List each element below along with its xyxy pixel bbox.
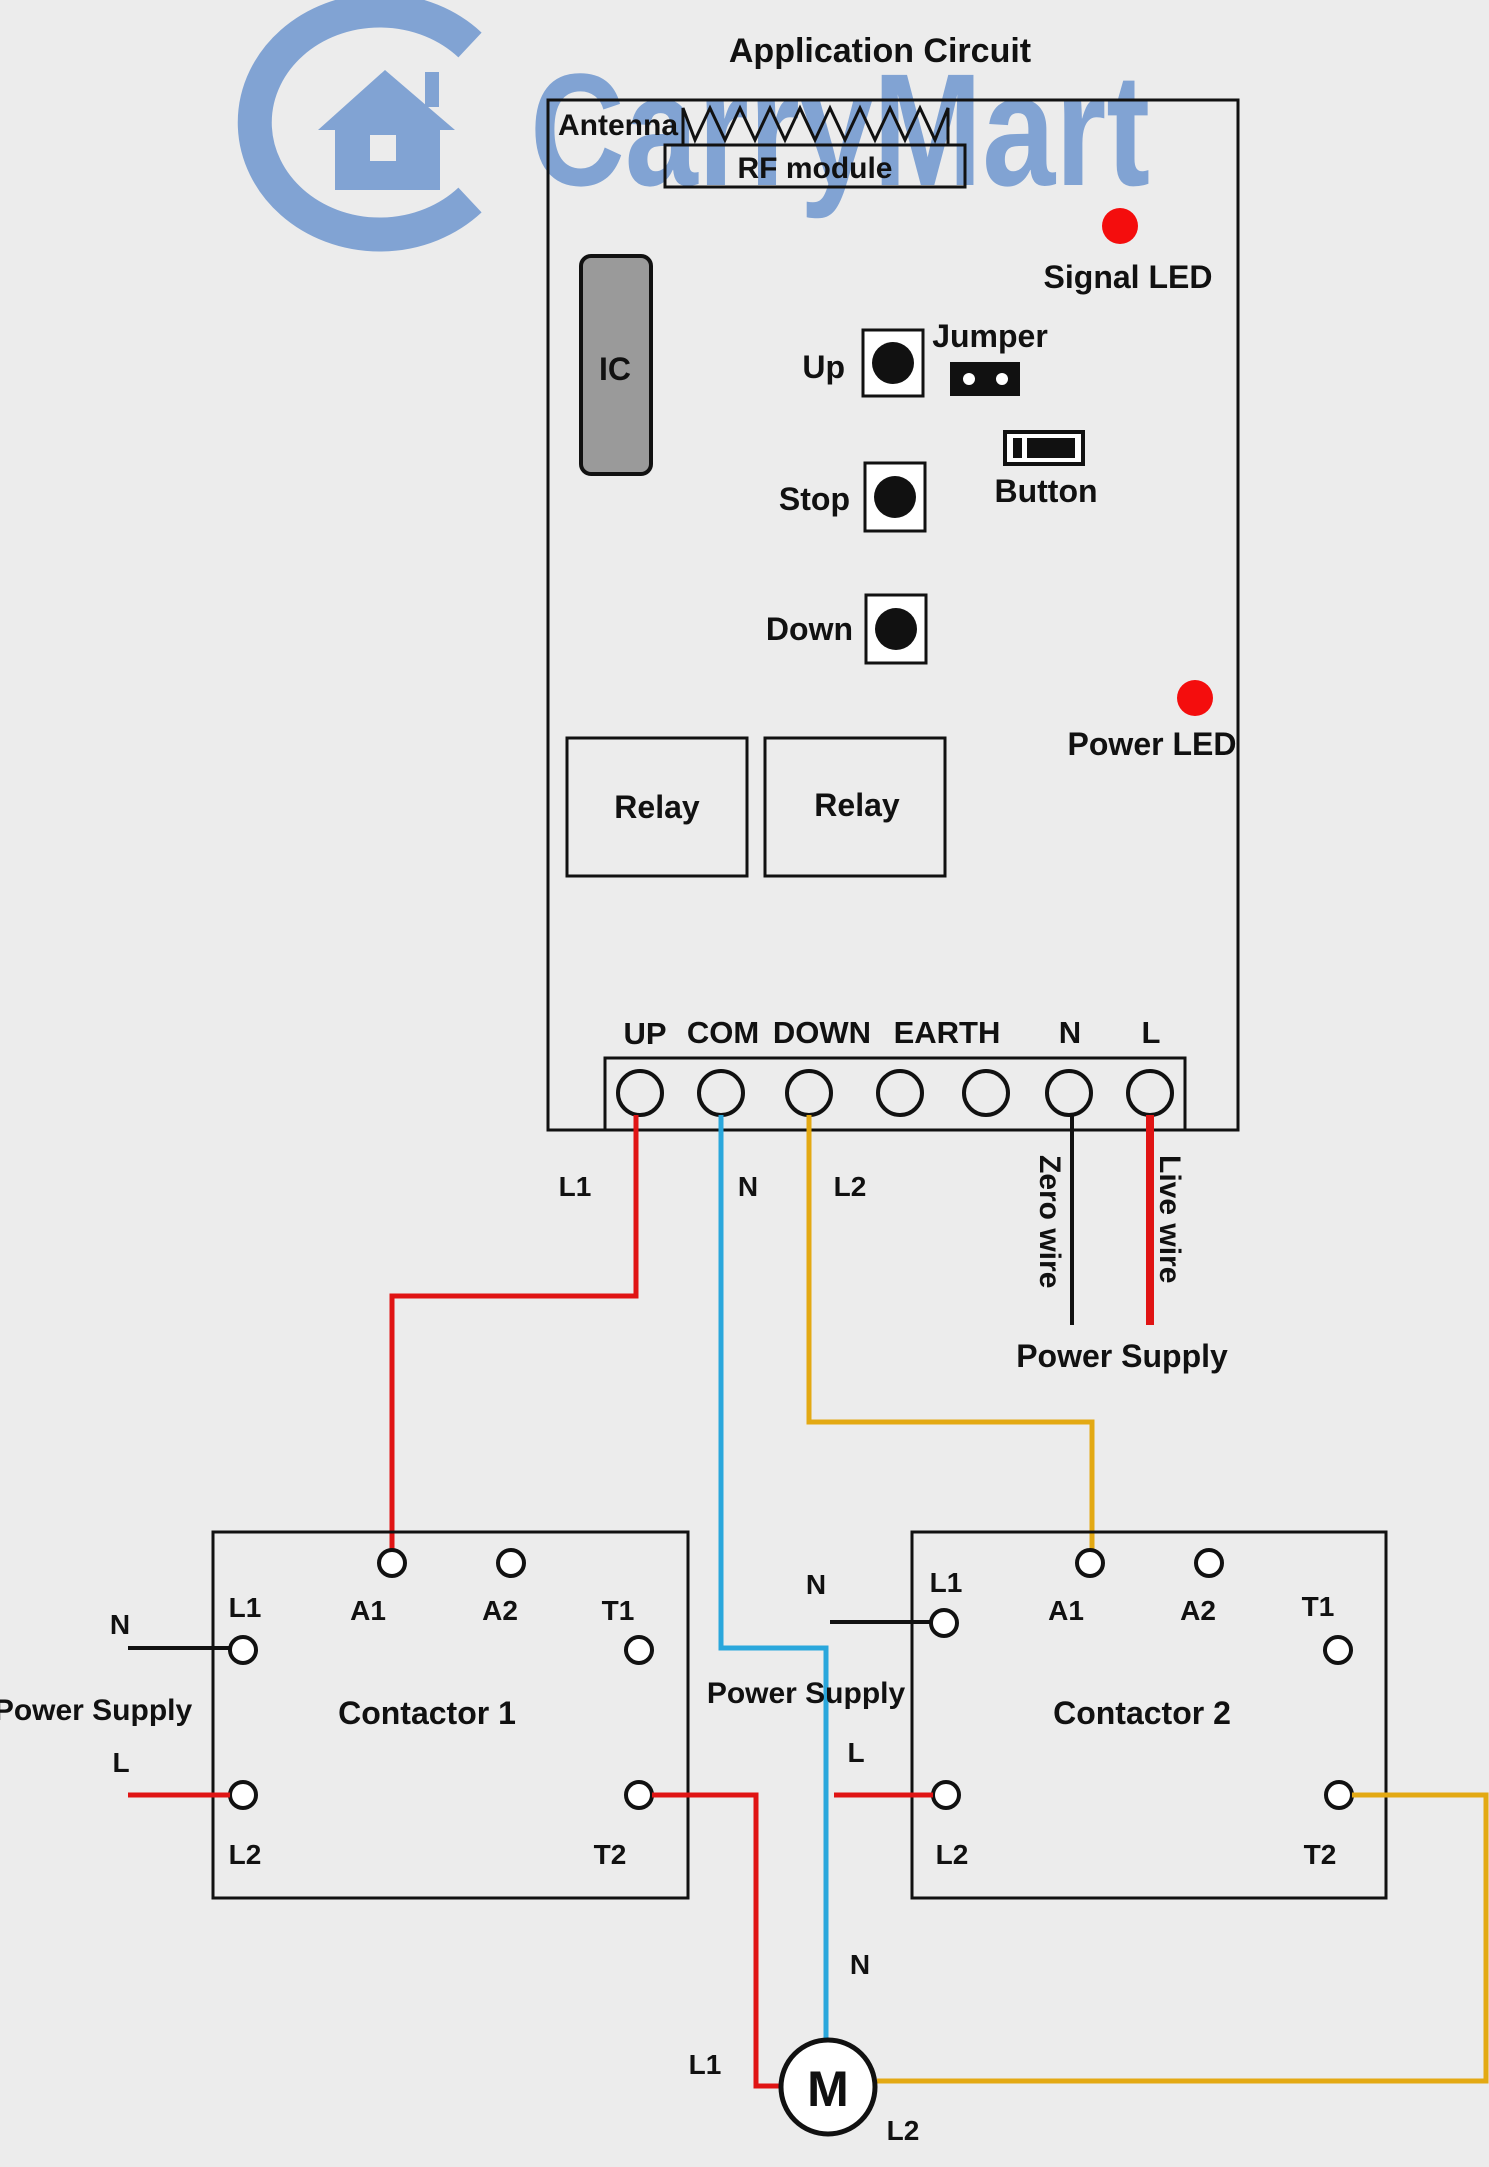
terminal-down bbox=[785, 1069, 833, 1117]
contactor-1-terminal-a1 bbox=[377, 1548, 407, 1578]
contactor-2-name: Contactor 2 bbox=[1053, 1695, 1231, 1731]
motor-icon bbox=[778, 2037, 878, 2137]
contactor-1-terminal-t2 bbox=[624, 1780, 654, 1810]
terminal-com-label: COM bbox=[687, 1015, 759, 1050]
switch-button-icon bbox=[1003, 430, 1085, 466]
diagram-title: Application Circuit bbox=[729, 32, 1031, 70]
contactor-2-supply-n-label: N bbox=[806, 1569, 826, 1600]
contactor-1 bbox=[211, 1530, 690, 1900]
contactor-2-terminal-t1 bbox=[1323, 1635, 1353, 1665]
contactor-2-terminal-a1 bbox=[1075, 1548, 1105, 1578]
contactor-1-terminal-l2 bbox=[228, 1780, 258, 1810]
ic-chip bbox=[579, 254, 653, 476]
contactor-1-terminal-a2 bbox=[496, 1548, 526, 1578]
wire-motor-l1-red bbox=[652, 1792, 785, 2089]
contactor-1-terminal-l1 bbox=[228, 1635, 258, 1665]
jumper-icon bbox=[950, 362, 1020, 396]
terminal-up-label: UP bbox=[623, 1016, 666, 1051]
contactor-2-label-a1: A1 bbox=[1048, 1595, 1084, 1626]
live-wire-label: Live wire bbox=[1153, 1155, 1186, 1283]
terminal-l bbox=[1126, 1069, 1174, 1117]
contactor-1-label-l1: L1 bbox=[229, 1592, 262, 1623]
terminal-l-label: L bbox=[1142, 1015, 1161, 1050]
terminal-up bbox=[616, 1069, 664, 1117]
contactor-2-label-l1: L1 bbox=[930, 1567, 963, 1598]
power-led-label: Power LED bbox=[1068, 726, 1237, 762]
wire-l1-label: L1 bbox=[559, 1171, 592, 1202]
motor-l2-label: L2 bbox=[887, 2115, 920, 2146]
wire-l2-yellow bbox=[806, 1115, 1095, 1550]
contactor-2-terminal-t2 bbox=[1324, 1780, 1354, 1810]
wire-l1-red bbox=[389, 1115, 639, 1550]
contactor-1-label-a1: A1 bbox=[350, 1595, 386, 1626]
terminal-com bbox=[697, 1069, 745, 1117]
terminal-earth-label: EARTH bbox=[894, 1015, 1001, 1050]
terminal-block bbox=[603, 1056, 1187, 1132]
motor-label: M bbox=[807, 2061, 849, 2117]
relay-2 bbox=[763, 736, 947, 878]
down-button-knob-icon bbox=[875, 608, 917, 650]
ic-label: IC bbox=[599, 351, 631, 387]
board-power-supply-label: Power Supply bbox=[1016, 1338, 1228, 1374]
up-button-knob-icon bbox=[872, 342, 914, 384]
contactor-1-supply-label: Power Supply bbox=[0, 1694, 192, 1727]
contactor-1-terminal-t1 bbox=[624, 1635, 654, 1665]
wire-n-label: N bbox=[738, 1171, 758, 1202]
relay-2-label: Relay bbox=[814, 787, 900, 823]
contactor-2-label-t1: T1 bbox=[1302, 1591, 1335, 1622]
contactor-2-terminal-l1 bbox=[929, 1608, 959, 1638]
contactor-2-label-a2: A2 bbox=[1180, 1595, 1216, 1626]
contactor-1-label-t1: T1 bbox=[602, 1595, 635, 1626]
rf-module-label: RF module bbox=[738, 152, 893, 185]
antenna-coil-icon bbox=[681, 104, 950, 145]
motor-l1-label: L1 bbox=[689, 2049, 722, 2080]
relay-1 bbox=[565, 736, 749, 878]
zero-wire-label: Zero wire bbox=[1033, 1155, 1066, 1288]
button-label: Button bbox=[994, 473, 1097, 509]
contactor-2-terminal-l2 bbox=[931, 1780, 961, 1810]
relay-1-label: Relay bbox=[614, 789, 700, 825]
up-button-label: Up bbox=[802, 349, 845, 385]
watermark-ring-icon bbox=[237, 0, 482, 252]
rf-module bbox=[663, 143, 967, 189]
contactor-2 bbox=[910, 1530, 1388, 1900]
down-button-label: Down bbox=[766, 611, 853, 647]
contactor-2-label-l2: L2 bbox=[936, 1839, 969, 1870]
stop-button-knob-icon bbox=[874, 476, 916, 518]
terminal-earth-1 bbox=[876, 1069, 924, 1117]
power-led-icon bbox=[1177, 680, 1213, 716]
terminal-earth-2 bbox=[962, 1069, 1010, 1117]
signal-led-label: Signal LED bbox=[1044, 259, 1213, 295]
antenna-label: Antenna bbox=[558, 109, 678, 142]
contactor-1-label-t2: T2 bbox=[594, 1839, 627, 1870]
house-icon bbox=[318, 70, 455, 190]
stop-button-label: Stop bbox=[779, 481, 850, 517]
contactor-2-terminal-a2 bbox=[1194, 1548, 1224, 1578]
contactor-2-supply-l-label: L bbox=[847, 1737, 864, 1768]
wire-l2-label: L2 bbox=[834, 1171, 867, 1202]
wire-n-blue bbox=[718, 1115, 829, 2040]
wire-motor-l2-yellow bbox=[877, 1792, 1489, 2084]
contactor-1-name: Contactor 1 bbox=[338, 1695, 516, 1731]
contactor-2-supply-label: Power Supply bbox=[707, 1677, 906, 1710]
jumper-label: Jumper bbox=[932, 318, 1048, 354]
contactor-1-supply-l-label: L bbox=[112, 1747, 129, 1778]
contactor-2-label-t2: T2 bbox=[1304, 1839, 1337, 1870]
terminal-n-label: N bbox=[1059, 1015, 1081, 1050]
terminal-n bbox=[1045, 1069, 1093, 1117]
motor-n-label: N bbox=[850, 1949, 870, 1980]
terminal-down-label: DOWN bbox=[773, 1015, 871, 1050]
contactor-1-label-l2: L2 bbox=[229, 1839, 262, 1870]
signal-led-icon bbox=[1102, 208, 1138, 244]
contactor-1-label-a2: A2 bbox=[482, 1595, 518, 1626]
contactor-1-supply-n-label: N bbox=[110, 1609, 130, 1640]
